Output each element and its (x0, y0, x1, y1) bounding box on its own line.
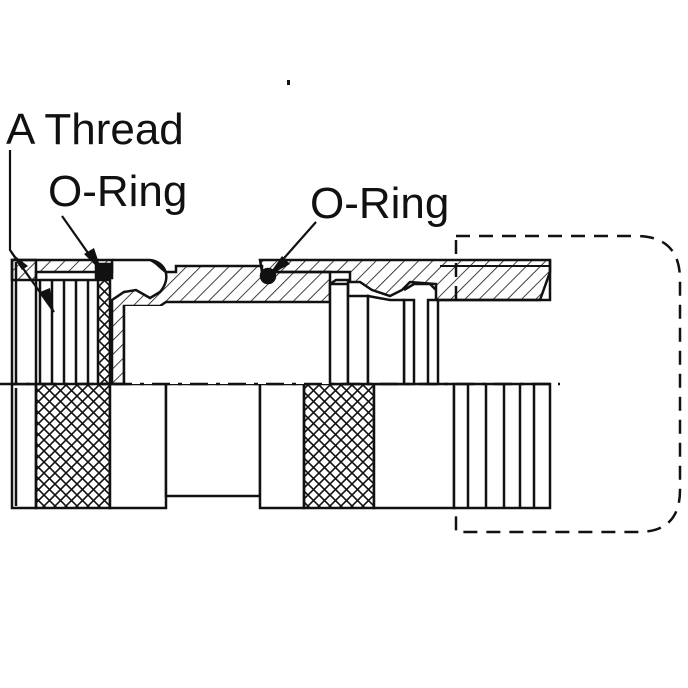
sleeve-top-right (258, 258, 552, 302)
body-right-segment (372, 382, 456, 510)
body-neck (164, 382, 262, 498)
speck (287, 80, 290, 85)
o-ring-right-label: O-Ring (310, 179, 449, 228)
phantom-mating-part (454, 234, 682, 534)
thread-lines (36, 278, 98, 384)
knurled-sleeve-right (302, 382, 376, 510)
inner-sleeve (328, 282, 440, 386)
a-thread-leader (8, 150, 55, 313)
o-ring-left-label: O-Ring (48, 167, 187, 216)
body-bore (124, 306, 330, 384)
body-mid-segment (258, 382, 306, 510)
exterior-half (10, 382, 552, 510)
inner-knurl-band (96, 278, 112, 386)
knurled-sleeve-left (34, 382, 112, 510)
a-thread-label: A Thread (6, 105, 184, 154)
section-half (10, 258, 552, 386)
nut-outline-top (436, 260, 552, 302)
body-left-segment (108, 382, 168, 510)
